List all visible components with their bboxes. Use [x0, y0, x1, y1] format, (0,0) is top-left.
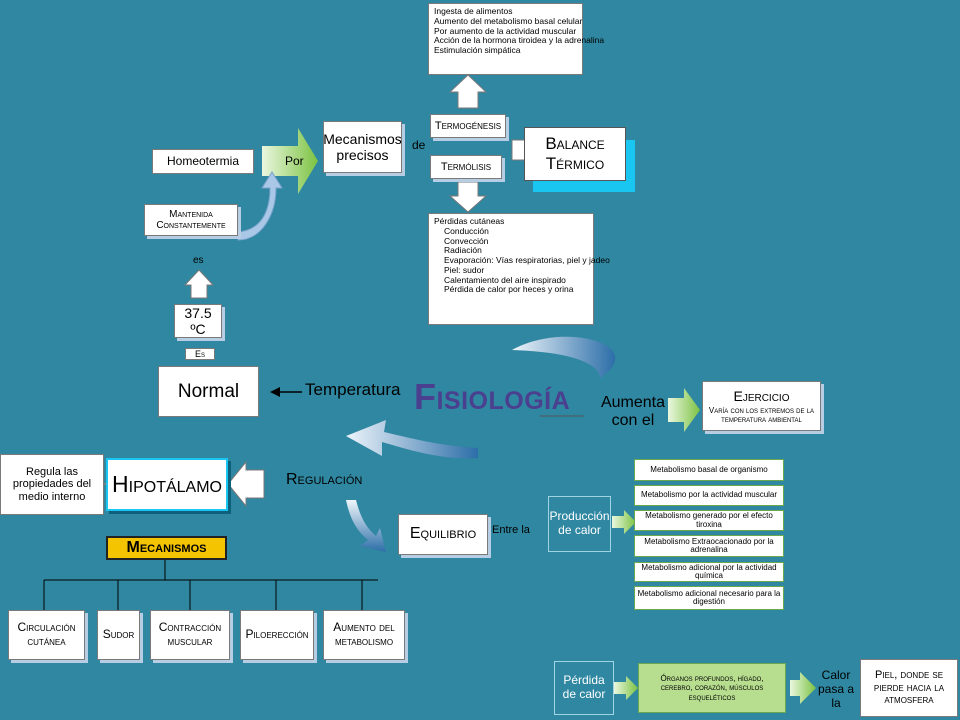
curved-arrow-mantenida — [237, 171, 283, 241]
arrow-down-termolisis — [448, 181, 488, 213]
arrow-por — [262, 128, 318, 194]
perdida-box: Pérdida de calor — [554, 661, 614, 715]
termol-item: Calentamiento del aire inspirado — [444, 274, 566, 285]
termogenesis-box: Termogénesis — [430, 114, 506, 138]
metabolismo-item: Metabolismo adicional necesario para la … — [634, 586, 784, 610]
ejercicio-sub: Varía con los extremos de la temperatura… — [708, 405, 815, 425]
organos-box: Órganos profundos, hígado, cerebro, cora… — [638, 663, 786, 713]
metabolismo-item: Metabolismo generado por el efecto tirox… — [634, 510, 784, 531]
mecanismos-box: Mecanismos — [106, 536, 227, 560]
termol-item: Evaporación: Vías respiratorias, piel y … — [444, 255, 610, 266]
termol-item: Convección — [444, 235, 489, 246]
homeotermia-box: Homeotermia — [152, 149, 254, 174]
termo-item: Acción de la hormona tiroidea y la adren… — [434, 35, 605, 46]
balance-termico-box: Balance Térmico — [524, 127, 626, 181]
arrow-up-37 — [183, 269, 215, 299]
termo-item: Aumento del metabolismo basal celular — [434, 15, 583, 26]
arrow-to-equilibrio — [346, 500, 386, 552]
mech-contraccion: Contracción muscular — [150, 610, 230, 660]
termo-item: Por aumento de la actividad muscular — [434, 25, 577, 36]
mech-circulacion: Circulación cutánea — [8, 610, 85, 660]
termolisis-list: Pérdidas cutáneas Conducción Convección … — [428, 213, 610, 325]
mech-piloereccion: Piloerección — [240, 610, 314, 660]
metabolismo-item: Metabolismo adicional por la actividad q… — [634, 562, 784, 582]
termol-item: Pérdida de calor por heces y orina — [444, 284, 574, 295]
temp-value-box: 37.5 ºC — [174, 304, 222, 338]
termol-item: Conducción — [444, 225, 489, 236]
termol-item: Pérdidas cutáneas — [434, 216, 505, 226]
metabolismo-item: Metabolismo basal de organismo — [634, 459, 784, 481]
termo-item: Ingesta de alimentos — [434, 6, 513, 16]
de-label: de — [412, 138, 426, 152]
mantenida-box: Mantenida Constantemente — [144, 204, 238, 236]
es-label: es — [193, 255, 204, 266]
calor-pasa-label: Calor pasa a la — [817, 668, 855, 710]
metabolismo-item: Metabolismo Extraocacionado por la adren… — [634, 535, 784, 557]
fisiologia-title: Fisiología — [414, 376, 571, 417]
termogenesis-list: Ingesta de alimentos Aumento del metabol… — [428, 3, 604, 75]
equilibrio-box: Equilibrio — [398, 514, 488, 555]
arrow-regulacion-hipotalamo — [227, 460, 265, 508]
arrow-up-termogenesis — [448, 74, 488, 109]
metabolismo-item: Metabolismo por la actividad muscular — [634, 485, 784, 506]
regulacion-label: Regulación — [286, 471, 363, 488]
entre-la-label: Entre la — [492, 524, 530, 536]
ejercicio-box: Ejercicio Varía con los extremos de la t… — [702, 381, 821, 431]
normal-box: Normal — [158, 366, 259, 417]
mech-sudor: Sudor — [97, 610, 140, 660]
termol-item: Radiación — [444, 245, 482, 256]
temperatura-label: Temperatura — [305, 380, 401, 399]
produccion-box: Producción de calor — [548, 496, 611, 552]
mecanismos-precisos-box: Mecanismos precisos — [323, 121, 402, 173]
mech-metabolismo: Aumento del metabolismo — [323, 610, 405, 660]
aumenta-label: Aumenta con el — [600, 394, 666, 430]
regula-box: Regula las propiedades del medio interno — [0, 454, 104, 515]
es-box: Es — [185, 348, 215, 360]
termo-item: Estimulación simpática — [434, 45, 521, 56]
ejercicio-title: Ejercicio — [733, 387, 790, 404]
termolisis-box: Termólisis — [430, 155, 502, 179]
termol-item: Piel: sudor — [444, 264, 485, 275]
arrow-aumenta-ejercicio — [668, 388, 700, 432]
hipotalamo-box: Hipotálamo — [106, 458, 228, 511]
piel-box: Piel, donde se pierde hacia la atmosfera — [860, 659, 958, 717]
arc-top — [512, 336, 616, 378]
arrow-to-hipotalamo-curve — [346, 420, 478, 459]
por-label: Por — [285, 154, 304, 168]
